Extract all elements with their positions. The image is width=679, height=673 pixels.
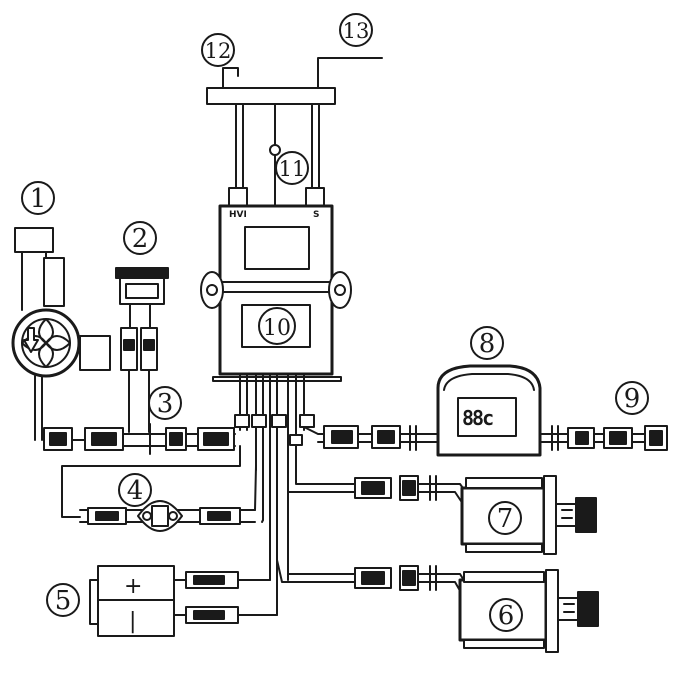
svg-text:5: 5 <box>55 586 72 616</box>
svg-text:3: 3 <box>157 389 174 419</box>
svg-text:9: 9 <box>624 384 641 414</box>
callout-7: 7 <box>488 501 522 535</box>
display-icon <box>457 397 517 437</box>
svg-text:4: 4 <box>127 476 144 506</box>
callout-11: 11 <box>275 151 309 185</box>
rocker-switch-icon <box>115 267 169 305</box>
controller-unit: HVI S <box>200 187 352 382</box>
fan-motor <box>11 227 111 451</box>
svg-text:2: 2 <box>132 224 149 254</box>
unit-seven <box>287 444 597 555</box>
callout-6: 6 <box>489 598 523 632</box>
battery: + | <box>89 565 278 637</box>
sensor-lead <box>539 425 668 451</box>
battery-negative-label: | <box>129 609 136 634</box>
svg-text:13: 13 <box>343 19 370 43</box>
svg-text:6: 6 <box>498 601 515 631</box>
unit-seven-fitting <box>555 497 597 533</box>
svg-text:7: 7 <box>497 504 514 534</box>
fan-icon <box>21 318 71 368</box>
battery-positive-label: + <box>124 574 142 599</box>
callout-5: 5 <box>46 583 80 617</box>
controller-pin-right-label: S <box>313 210 319 220</box>
callout-2: 2 <box>123 221 157 255</box>
svg-text:1: 1 <box>30 184 47 214</box>
callout-3: 3 <box>148 386 182 420</box>
harness-row <box>84 423 236 455</box>
thermostat <box>61 445 264 532</box>
callout-8: 8 <box>470 326 504 360</box>
callout-9: 9 <box>615 381 649 415</box>
connector-icon <box>84 427 124 451</box>
controller-wire-bundle <box>234 373 315 616</box>
callout-4: 4 <box>118 473 152 507</box>
svg-text:10: 10 <box>263 316 291 341</box>
top-bracket <box>206 57 383 206</box>
callout-13: 13 <box>339 13 373 47</box>
unit-six-fitting <box>557 591 599 627</box>
battery-icon <box>89 565 175 637</box>
callout-10: 10 <box>258 307 296 345</box>
svg-text:8: 8 <box>479 329 496 359</box>
display-unit: 88c <box>436 364 542 457</box>
display-harness <box>303 425 441 451</box>
unit-six <box>276 491 599 653</box>
callout-12: 12 <box>201 33 235 67</box>
thermostat-icon <box>137 500 183 532</box>
callout-1: 1 <box>21 181 55 215</box>
display-readout: 88c <box>462 406 493 430</box>
svg-text:11: 11 <box>279 157 306 181</box>
controller-pin-left-label: HVI <box>229 210 247 220</box>
svg-text:12: 12 <box>205 39 232 63</box>
